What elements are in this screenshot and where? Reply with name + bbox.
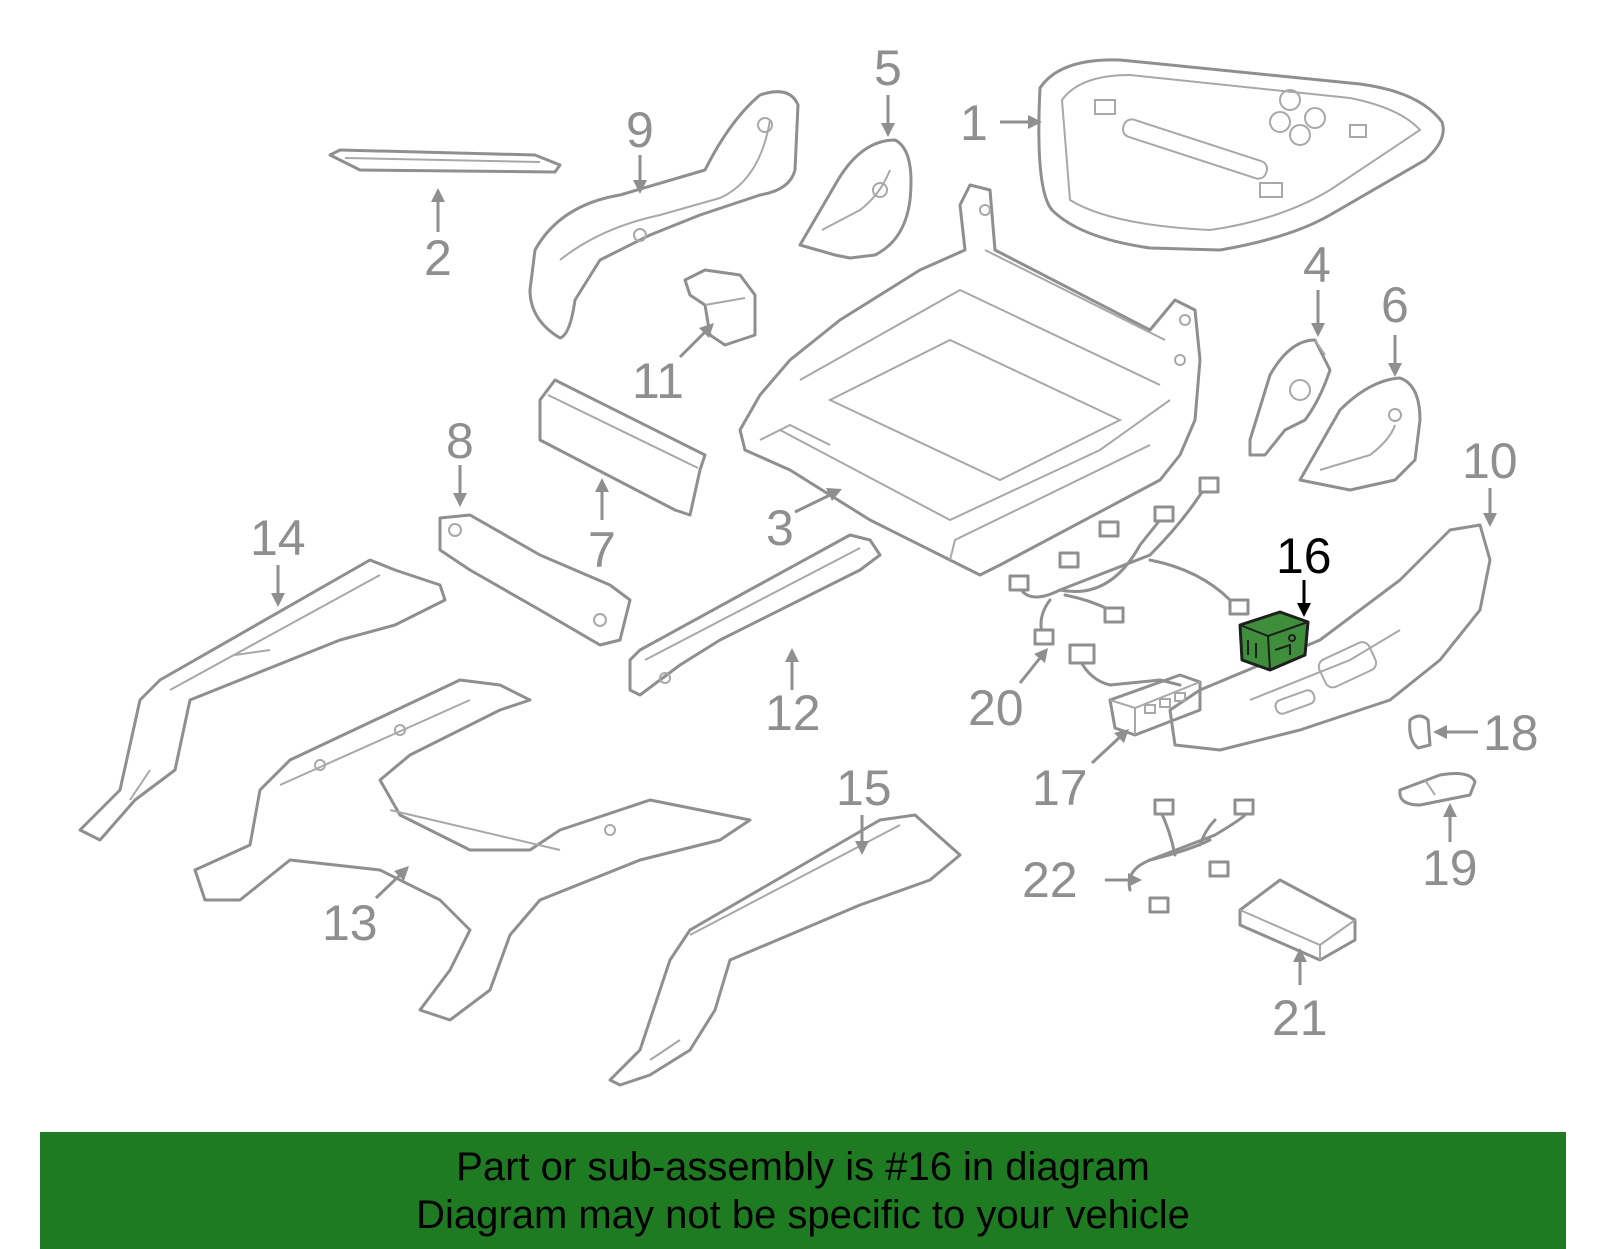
part-10-side-shield	[1168, 523, 1492, 752]
part-18-clip	[1408, 714, 1432, 750]
callout-16: 16	[1276, 528, 1332, 584]
part-17-switch	[1068, 643, 1202, 737]
callout-7: 7	[588, 522, 616, 578]
callout-3: 3	[766, 500, 794, 556]
callout-13: 13	[322, 895, 378, 951]
part-19-knob	[1398, 772, 1477, 807]
callout-18: 18	[1483, 705, 1539, 761]
callout-arrows	[271, 95, 1497, 985]
part-1-cushion-pan	[1037, 58, 1445, 252]
callout-12: 12	[765, 685, 821, 741]
part-12-side-trim	[628, 533, 882, 697]
callout-labels: 1 2 3 4 5 6 7 8 9 10 11 12 13 14 15 16 1…	[250, 40, 1539, 1046]
callout-15: 15	[836, 760, 892, 816]
part-5-cover	[798, 138, 913, 260]
part-6-cover	[1298, 376, 1422, 492]
part-22-harness	[1127, 798, 1255, 914]
callout-11: 11	[632, 353, 684, 409]
info-banner: Part or sub-assembly is #16 in diagram D…	[40, 1132, 1566, 1249]
part-21-module	[1238, 878, 1357, 962]
banner-line-part: Part or sub-assembly is #16 in diagram	[456, 1144, 1150, 1189]
callout-14: 14	[250, 510, 306, 566]
callout-2: 2	[424, 230, 452, 286]
part-9-side-shield	[528, 90, 800, 340]
callout-8: 8	[446, 413, 474, 469]
part-8-bar	[438, 513, 632, 647]
part-14-rail	[78, 558, 447, 842]
callout-4: 4	[1303, 237, 1331, 293]
part-20-harness	[1008, 476, 1250, 646]
callout-22: 22	[1022, 852, 1078, 908]
callout-5: 5	[874, 40, 902, 96]
callout-6: 6	[1381, 277, 1409, 333]
part-13-base-frame	[193, 678, 752, 1022]
part-16-highlighted	[1238, 610, 1310, 672]
callout-9: 9	[626, 102, 654, 158]
part-11-bracket	[683, 268, 757, 347]
part-2-strap	[328, 148, 562, 174]
callout-19: 19	[1422, 840, 1478, 896]
banner-line-disclaimer: Diagram may not be specific to your vehi…	[416, 1192, 1190, 1237]
callout-20: 20	[968, 680, 1024, 736]
part-3-seat-frame	[738, 183, 1202, 577]
callout-1: 1	[960, 95, 988, 151]
callout-10: 10	[1462, 433, 1518, 489]
callout-21: 21	[1272, 990, 1328, 1046]
part-4-mechanism	[1248, 338, 1332, 457]
part-7-front-bar	[538, 378, 707, 517]
callout-17: 17	[1032, 760, 1088, 816]
